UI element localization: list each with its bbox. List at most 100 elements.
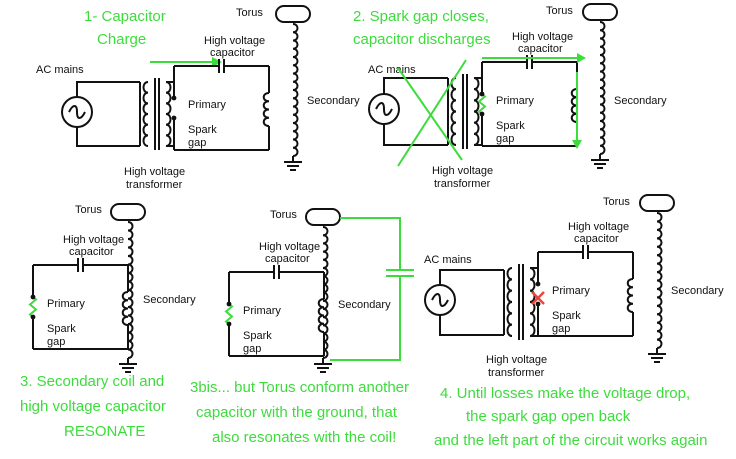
secondary-label: Secondary (338, 299, 391, 311)
hv-capacitor-label: High voltage (63, 234, 124, 246)
hv-transformer-secondary (473, 77, 480, 146)
hv-transformer-label-2: transformer (488, 367, 545, 379)
hv-capacitor-label: High voltage (512, 31, 573, 43)
secondary-1-coil (292, 23, 299, 157)
cross-line-a (397, 67, 463, 161)
secondary-label: Secondary (143, 294, 196, 306)
secondary-4-coil (656, 212, 663, 349)
spark-cross-b (531, 291, 545, 305)
hv-transformer-secondary (165, 81, 172, 147)
secondary-label: Secondary (307, 95, 360, 107)
hv-capacitor-label-2: capacitor (574, 233, 619, 245)
spark-gap-terminal-bottom (30, 314, 36, 320)
spark-gap-label-2: gap (188, 137, 206, 149)
discharge-arrow-head-2 (572, 140, 582, 149)
spark-gap-label-2: gap (552, 323, 570, 335)
step3bis-caption-line-3: also resonates with the coil! (212, 429, 396, 446)
charge-arrow-head (212, 57, 222, 67)
primary-label: Primary (243, 305, 281, 317)
ac-mains-label: AC mains (424, 254, 472, 266)
step2-caption-line-2: capacitor discharges (353, 31, 491, 48)
spark-gap-spark (224, 303, 234, 325)
step2-caption-line-1: 2. Spark gap closes, (353, 8, 489, 25)
cross-line-b (397, 59, 467, 167)
hv-capacitor-label-2: capacitor (210, 47, 255, 59)
secondary-label: Secondary (671, 285, 724, 297)
hv-transformer-label-2: transformer (434, 178, 491, 190)
hv-capacitor-label: High voltage (204, 35, 265, 47)
secondary-3bis-torus (305, 208, 341, 226)
spark-gap-label-2: gap (496, 133, 514, 145)
secondary-3-coil (127, 221, 134, 359)
primary-coil (262, 92, 270, 127)
hv-transformer-secondary (529, 267, 536, 337)
hv-capacitor-label-2: capacitor (69, 246, 114, 258)
spark-gap-label: Spark (243, 330, 272, 342)
secondary-label: Secondary (614, 95, 667, 107)
ac-mains-label: AC mains (368, 64, 416, 76)
hv-transformer-label: High voltage (432, 165, 493, 177)
spark-gap-terminal-bottom (535, 301, 541, 307)
secondary-4-torus (639, 194, 675, 212)
step3bis-caption-line-1: 3bis... but Torus conform another (190, 379, 409, 396)
secondary-3bis-coil (322, 226, 329, 359)
torus-label: Torus (236, 7, 263, 19)
step4-caption-line-2: the spark gap open back (466, 408, 631, 425)
ac-top-wire (76, 81, 140, 97)
torus-label: Torus (546, 5, 573, 17)
torus-label: Torus (603, 196, 630, 208)
torus-label: Torus (270, 209, 297, 221)
step3-caption-line-2: high voltage capacitor (20, 398, 166, 415)
hv-capacitor-label-2: capacitor (265, 253, 310, 265)
primary-coil (317, 298, 325, 333)
step1-caption-line-1: 1- Capacitor (84, 8, 166, 25)
hv-capacitor-label: High voltage (568, 221, 629, 233)
hv-transformer-primary (450, 77, 457, 146)
spark-gap-label: Spark (188, 124, 217, 136)
step3-caption-line-3: RESONATE (64, 423, 145, 440)
primary-label: Primary (47, 298, 85, 310)
spark-gap-terminal-bottom (479, 111, 485, 117)
ac-top-wire (383, 77, 448, 94)
ac-source-icon-wave (68, 105, 86, 119)
hv-transformer-primary (142, 81, 149, 147)
primary-coil (626, 278, 634, 313)
ac-bottom-wire (76, 127, 140, 147)
ac-mains-label: AC mains (36, 64, 84, 76)
secondary-2-torus (582, 3, 618, 21)
spark-gap-label-2: gap (243, 343, 261, 355)
step4-caption-line-3: and the left part of the circuit works a… (434, 432, 707, 449)
hv-transformer-label: High voltage (124, 166, 185, 178)
spark-gap-terminal-bottom (171, 115, 177, 121)
secondary-1-torus (275, 5, 311, 23)
ac-top-wire (439, 269, 504, 285)
step1-caption-line-2: Charge (97, 31, 146, 48)
step3bis-caption-line-2: capacitor with the ground, that (196, 404, 398, 421)
primary-label: Primary (552, 285, 590, 297)
hv-transformer-label: High voltage (486, 354, 547, 366)
primary-coil (121, 291, 129, 326)
spark-gap-terminal-top (30, 294, 36, 300)
discharge-arrow-head-1 (577, 53, 586, 63)
spark-gap-terminal-top (535, 281, 541, 287)
hv-capacitor-label-2: capacitor (518, 43, 563, 55)
hv-capacitor-label: High voltage (259, 241, 320, 253)
spark-gap-spark (477, 93, 487, 115)
step3-caption-line-1: 3. Secondary coil and (20, 373, 164, 390)
spark-gap-label: Spark (47, 323, 76, 335)
spark-gap-label-2: gap (47, 336, 65, 348)
spark-gap-spark (28, 296, 38, 318)
spark-gap-label: Spark (496, 120, 525, 132)
primary-label: Primary (188, 99, 226, 111)
secondary-2-coil (599, 21, 606, 155)
